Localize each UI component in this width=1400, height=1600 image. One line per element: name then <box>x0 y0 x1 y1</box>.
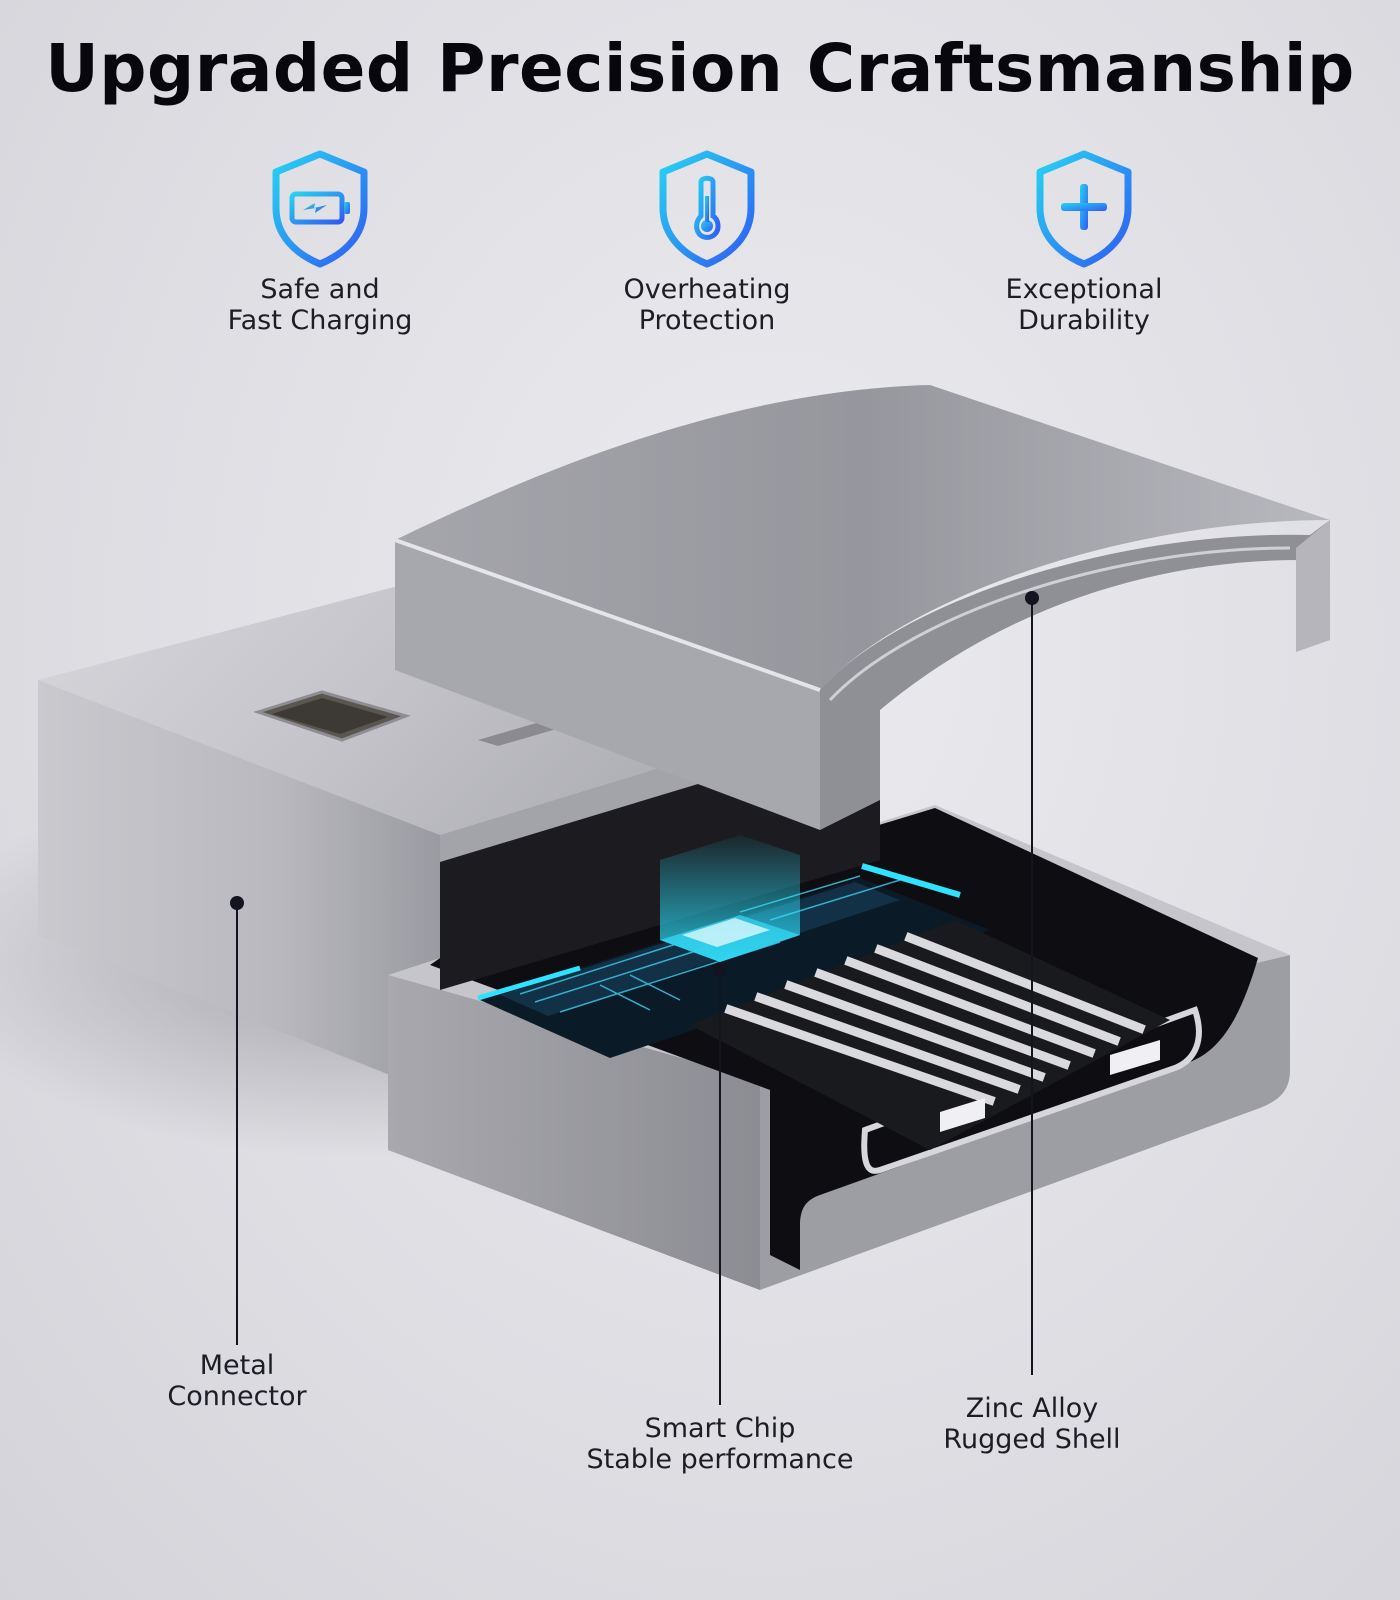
callout-markers <box>230 591 1039 1405</box>
battery-charging-shield-icon <box>272 150 368 268</box>
thermometer-shield-icon <box>659 150 755 268</box>
page-title: Upgraded Precision Craftsmanship <box>45 30 1355 107</box>
metal-connector-marker <box>230 896 244 910</box>
plus-shield-icon <box>1036 150 1132 268</box>
smart-chip-marker <box>713 962 727 976</box>
zinc-alloy-shell-marker <box>1025 591 1039 605</box>
